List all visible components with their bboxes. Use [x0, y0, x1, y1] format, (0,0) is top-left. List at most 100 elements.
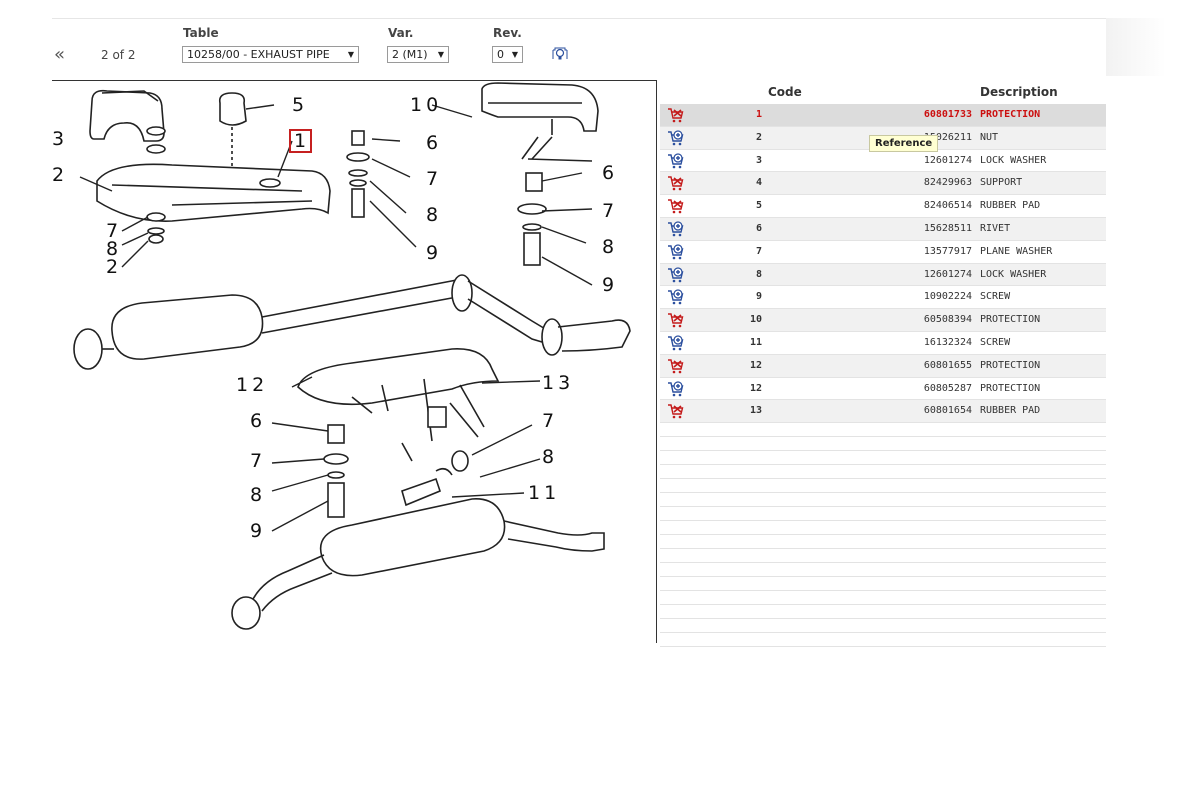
row-description: SUPPORT	[980, 177, 1023, 189]
callout-label: 7	[426, 168, 438, 190]
callout-label: 7	[602, 200, 614, 222]
empty-row	[660, 521, 1106, 536]
row-ref: 5	[755, 200, 762, 212]
var-label: Var.	[388, 26, 414, 40]
rev-select-value: 0	[497, 48, 504, 61]
callout-label: 8	[106, 238, 118, 260]
cart-remove-icon[interactable]	[667, 107, 684, 123]
row-code: 60801655	[923, 359, 972, 371]
empty-row	[660, 451, 1106, 466]
table-row[interactable]: 9 10902224 SCREW	[660, 286, 1106, 310]
row-description: SCREW	[980, 291, 1011, 303]
cart-add-icon[interactable]	[667, 380, 684, 397]
callout-label: 10	[410, 94, 442, 116]
callout-label: 6	[426, 132, 438, 154]
callout-label[interactable]: 1	[294, 130, 306, 152]
callout-label: 8	[542, 446, 554, 468]
lightbulb-icon[interactable]	[552, 46, 568, 62]
empty-row	[660, 619, 1106, 634]
var-select[interactable]: 2 (M1) ▼	[387, 46, 449, 63]
cart-add-icon[interactable]	[667, 130, 684, 146]
cart-add-icon[interactable]	[667, 221, 684, 237]
cart-remove-icon[interactable]	[667, 312, 684, 328]
row-description: PROTECTION	[980, 109, 1041, 120]
table-select-value: 10258/00 - EXHAUST PIPE	[187, 48, 330, 61]
cart-add-icon[interactable]	[667, 289, 684, 305]
highlighted-callout-box	[289, 129, 312, 153]
column-header-code[interactable]: Code	[768, 85, 802, 99]
row-description: PROTECTION	[980, 382, 1041, 394]
callout-label: 3	[52, 128, 64, 150]
empty-row	[660, 535, 1106, 550]
table-row[interactable]: 13 60801654 RUBBER PAD	[660, 400, 1106, 424]
cart-remove-icon[interactable]	[667, 175, 684, 191]
row-code: 12601274	[923, 154, 972, 166]
cart-remove-icon[interactable]	[667, 403, 684, 419]
row-code: 12601274	[923, 268, 972, 280]
callout-label: 7	[542, 410, 554, 432]
row-ref: 10	[749, 314, 762, 326]
callout-label: 9	[426, 242, 438, 264]
callout-label: 9	[602, 274, 614, 296]
tooltip: Reference	[869, 135, 939, 152]
cart-add-icon[interactable]	[667, 266, 684, 283]
table-label: Table	[183, 26, 219, 40]
empty-row	[660, 507, 1106, 522]
callout-label: 12	[236, 374, 268, 396]
chevron-down-icon: ▼	[437, 50, 444, 59]
callout-label: 8	[426, 204, 438, 226]
row-code: 10902224	[923, 291, 972, 303]
row-ref: 7	[755, 245, 762, 257]
row-ref: 12	[749, 359, 762, 371]
row-code: 60508394	[923, 314, 972, 326]
row-ref: 13	[749, 405, 762, 417]
empty-row	[660, 479, 1106, 494]
row-code: 60801654	[923, 405, 972, 417]
cart-remove-icon[interactable]	[667, 198, 684, 214]
cart-add-icon[interactable]	[667, 244, 684, 260]
empty-row	[660, 465, 1106, 480]
row-code: 15628511	[923, 222, 972, 234]
callout-label: 6	[250, 410, 262, 432]
var-select-value: 2 (M1)	[392, 48, 428, 61]
table-empty-area	[660, 423, 1106, 648]
cart-remove-icon[interactable]	[667, 358, 684, 374]
row-description: LOCK WASHER	[980, 154, 1047, 166]
row-description: RUBBER PAD	[980, 405, 1041, 417]
rev-select[interactable]: 0 ▼	[492, 46, 523, 63]
column-header-description[interactable]: Description	[980, 85, 1058, 99]
diagram-drawing: 5 10 1 6 7 8 9 2 3 6 7 8 9 12 13 6 7 8 9…	[52, 82, 631, 630]
callout-label: 5	[292, 94, 304, 116]
callout-label: 7	[250, 450, 262, 472]
row-description: PLANE WASHER	[980, 245, 1053, 257]
chevron-down-icon: ▼	[511, 50, 518, 59]
row-code: 60805287	[923, 382, 972, 394]
callout-label: 8	[602, 236, 614, 258]
row-ref: 1	[755, 109, 762, 120]
page-counter: 2 of 2	[101, 48, 136, 62]
empty-row	[660, 577, 1106, 592]
row-description: RUBBER PAD	[980, 200, 1041, 212]
cart-add-icon[interactable]	[667, 335, 684, 351]
empty-row	[660, 437, 1106, 452]
row-ref: 4	[755, 177, 762, 189]
cart-add-icon[interactable]	[667, 152, 684, 169]
row-ref: 9	[755, 291, 762, 303]
table-select[interactable]: 10258/00 - EXHAUST PIPE ▼	[182, 46, 359, 63]
empty-row	[660, 605, 1106, 620]
callout-label: 11	[528, 482, 560, 504]
table-header: Code Description	[660, 80, 1106, 104]
row-description: LOCK WASHER	[980, 268, 1047, 280]
previous-page-button[interactable]: «	[54, 44, 66, 65]
